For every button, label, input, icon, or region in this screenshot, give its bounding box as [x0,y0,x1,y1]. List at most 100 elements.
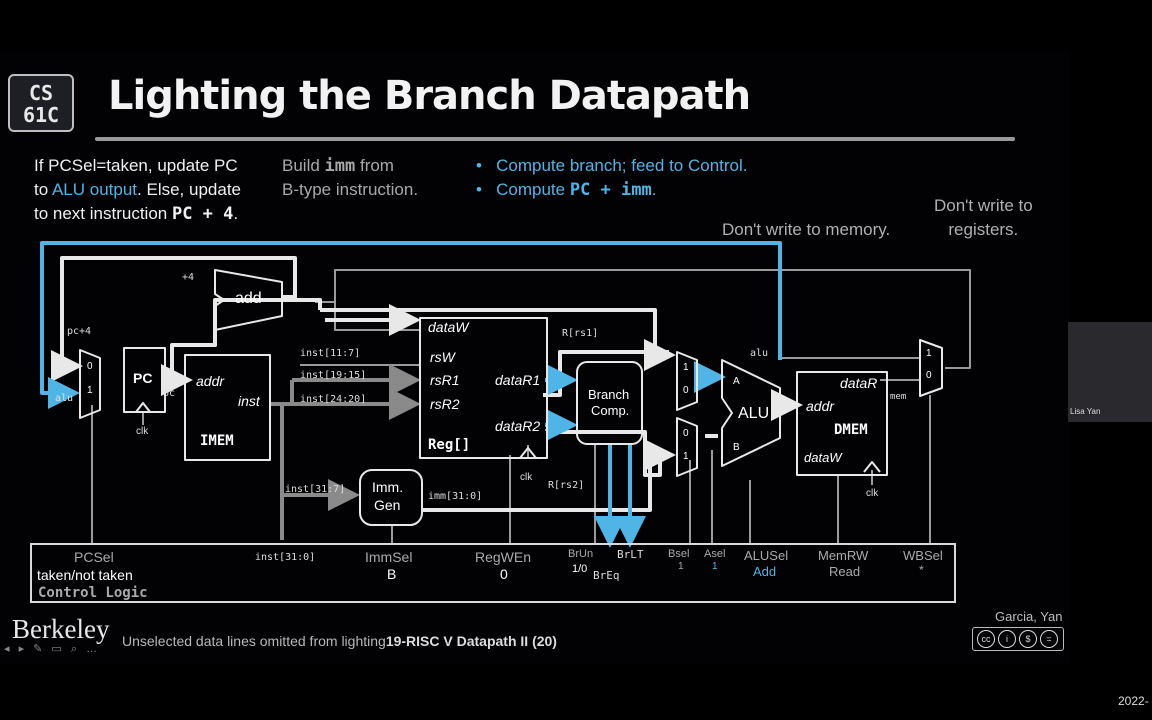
control-logic-box [30,543,956,603]
reg-clk-triangle [519,447,537,459]
r-rs1-label: R[rs1] [562,328,599,339]
bullet-1: • Compute branch; feed to Control. [476,156,748,175]
logo-line2: 61C [22,103,60,127]
date-label: 2022- [1118,694,1149,708]
immsel-label: ImmSel [365,549,413,565]
branch-bullets: • Compute branch; feed to Control. • Com… [476,154,748,202]
branch-wires [40,241,782,548]
branch-comp-line1: Branch [588,387,630,402]
wb-mux [919,339,943,397]
wb-mux-0: 0 [926,370,932,381]
speaker-name: Lisa Yan [1070,407,1101,416]
memrw-label: MemRW [818,548,869,563]
no-reg-write-note: Don't write to registers. [934,196,1033,239]
reg-label: Reg[] [428,437,471,453]
branch-comparator [576,361,643,445]
alu-out-label: alu [750,348,769,359]
adder-label: add [235,290,262,307]
reg-clk-label: clk [520,472,533,483]
bsel-value: 1 [678,561,684,572]
asel-value: 1 [712,561,718,572]
inst-24-20-label: inst[24:20] [300,394,367,405]
alu-label: ALU [738,405,770,422]
player-controls[interactable]: ◂ ▸ ✎ ▭ ⌕ … [4,643,101,655]
adder [214,269,283,331]
pc-label: PC [133,370,153,386]
imm-note: Build imm from B-type instruction. [282,154,418,202]
inst-31-7-label: inst[31:7] [285,484,346,495]
pc-clk-label: clk [136,426,149,437]
pc-clk-triangle [135,402,151,413]
asel-mux [676,351,698,411]
bullet-2: • Compute PC + imm. [476,180,657,200]
bsel-label: Bsel [668,548,690,560]
control-logic-label: Control Logic [38,585,148,601]
pcsel-value: taken/not taken [37,567,133,583]
pcsel-note-line1: If PCSel=taken, update PC [34,156,238,175]
r-rs2-label: R[rs2] [548,480,585,491]
regwen-label: RegWEn [475,549,532,565]
bsel-mux-0: 0 [683,428,689,439]
brlt-label: BrLT [617,548,644,561]
brun-value: 1/0 [572,563,588,575]
imm-gen-line2: Gen [374,497,401,513]
pcsel-label: PCSel [74,549,114,565]
reg-dataW-label: dataW [428,319,469,335]
alusel-value: Add [753,564,777,579]
imm-gen-box [359,469,423,526]
author-label: Garcia, Yan [995,609,1063,624]
cc-icon: cc [977,630,995,648]
pc-plus4-label: pc+4 [67,326,92,337]
imm-gen-line1: Imm. [372,479,404,495]
reg-rsW-label: rsW [430,349,455,365]
alu-shape [721,359,781,467]
title-rule [95,137,1015,141]
inst-19-15-label: inst[19:15] [300,370,367,381]
slide-title: Lighting the Branch Datapath [108,73,751,119]
imem-box [184,354,271,461]
immsel-value: B [387,566,397,582]
imem-label: IMEM [200,433,234,449]
nc-icon: $ [1019,630,1037,648]
asel-mux-1: 1 [683,362,689,373]
brun-label: BrUn [568,548,594,560]
cc-license-badge: cc i $ = [972,627,1064,651]
regwen-value: 0 [500,566,508,582]
no-mem-write-note: Don't write to memory. [722,220,891,239]
bsel-mux-1: 1 [683,451,689,462]
components [79,269,943,526]
inst-31-0-label: inst[31:0] [255,552,316,563]
alu-a-label: A [733,376,740,387]
inst-11-7-label: inst[11:7] [300,348,361,359]
dmem-addr-label: addr [806,398,835,414]
pc-mux-0: 0 [87,361,93,372]
reg-dataR1-label: dataR1 [495,372,541,388]
pcsel-note-line2: to ALU output. Else, update [34,180,241,199]
wbsel-value: * [919,563,924,577]
inst-wires [270,364,421,540]
pc-out-label: pc [163,388,176,399]
alu-b-label: B [733,442,740,453]
register-file [419,317,548,459]
dmem-label: DMEM [834,422,868,438]
pc-register [123,347,166,413]
sa-icon: = [1040,630,1058,648]
speaker-video-thumbnail: Lisa Yan [1068,322,1152,422]
footer-note: Unselected data lines omitted from light… [122,633,557,649]
imem-addr-label: addr [196,373,225,389]
dmem-box [796,371,888,476]
asel-mux-0: 0 [683,385,689,396]
imm-note-line1: Build imm from [282,156,394,176]
imm-note-line2: B-type instruction. [282,180,419,199]
cs61c-logo: CS 61C [8,74,74,132]
pcsel-note: If PCSel=taken, update PC to ALU output.… [34,154,241,226]
dmem-clk-label: clk [866,488,879,499]
wbsel-label: WBSel [903,548,943,563]
by-icon: i [998,630,1016,648]
mem-label: mem [890,392,907,402]
pc-mux-1: 1 [87,385,93,396]
dmem-clk-triangle [863,461,881,473]
reg-dataR2-label: dataR2 [495,418,541,434]
